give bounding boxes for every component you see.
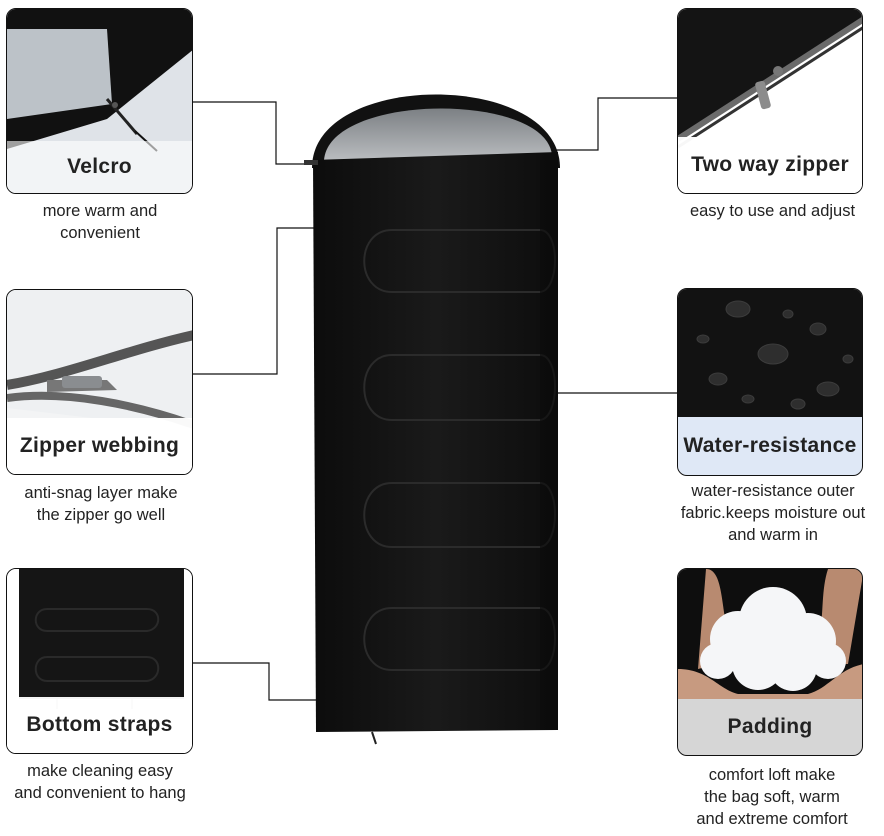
feature-card-zipper-webbing: Zipper webbing [6, 289, 193, 475]
feature-title: Bottom straps [7, 697, 192, 753]
feature-title: Two way zipper [678, 137, 862, 193]
bag-body [313, 152, 558, 732]
zipper-pull-bottom [371, 731, 377, 745]
feature-caption-bottom-straps: make cleaning easy and convenient to han… [14, 762, 186, 802]
feature-card-velcro: Velcro [6, 8, 193, 194]
feature-caption-zipper-webbing: anti-snag layer make the zipper go well [24, 484, 178, 524]
feature-title: Zipper webbing [7, 418, 192, 474]
connector-bottom-straps [193, 662, 318, 701]
connector-velcro [193, 101, 318, 165]
feature-caption-water-resistance: water-resistance outer fabric.keeps mois… [680, 482, 866, 544]
feature-card-bottom-straps: Bottom straps [6, 568, 193, 754]
feature-card-padding: Padding [677, 568, 863, 756]
hood-lining [324, 108, 552, 160]
feature-caption-padding: comfort loft make the bag soft, warm and… [696, 766, 848, 828]
zipper-tab-left [304, 160, 318, 165]
feature-card-water-resistance: Water-resistance [677, 288, 863, 476]
feature-title: Water-resistance [678, 417, 862, 475]
connector-two-way-zipper [555, 97, 677, 151]
feature-card-two-way-zipper: Two way zipper [677, 8, 863, 194]
connector-zipper-webbing [193, 227, 318, 375]
feature-title: Velcro [7, 141, 192, 193]
feature-caption-velcro: more warm and convenient [42, 202, 158, 242]
feature-caption-two-way-zipper: easy to use and adjust [689, 202, 856, 220]
feature-title: Padding [678, 699, 862, 755]
